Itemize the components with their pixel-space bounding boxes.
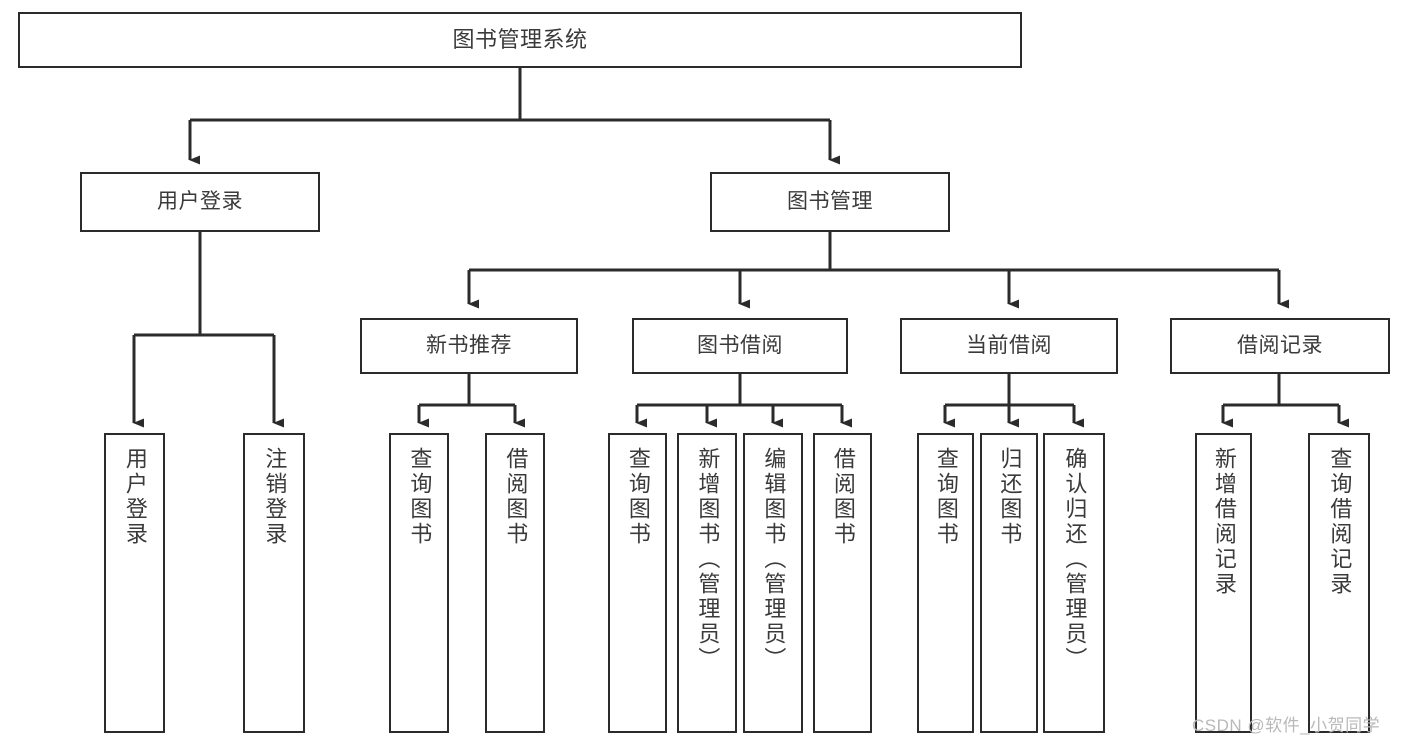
node-label: 图书管理系统 bbox=[452, 27, 588, 53]
node-leaf-add-book-admin[interactable]: 新增图书（管理员） bbox=[677, 433, 737, 733]
node-label: 归还图书 bbox=[997, 447, 1023, 547]
node-leaf-logout-login[interactable]: 注销登录 bbox=[243, 433, 305, 733]
node-leaf-query-book-1[interactable]: 查询图书 bbox=[389, 433, 449, 733]
node-label: 借阅记录 bbox=[1237, 334, 1323, 358]
node-leaf-edit-book-admin[interactable]: 编辑图书（管理员） bbox=[743, 433, 803, 733]
node-user-login[interactable]: 用户登录 bbox=[80, 172, 320, 232]
node-leaf-return-book[interactable]: 归还图书 bbox=[980, 433, 1038, 733]
node-label: 新增图书（管理员） bbox=[695, 447, 721, 672]
node-leaf-add-borrow-record[interactable]: 新增借阅记录 bbox=[1195, 433, 1252, 733]
node-label: 图书借阅 bbox=[697, 334, 783, 358]
node-label: 用户登录 bbox=[122, 447, 148, 547]
node-label: 当前借阅 bbox=[966, 334, 1052, 358]
node-label: 新书推荐 bbox=[426, 334, 512, 358]
node-label: 用户登录 bbox=[157, 190, 243, 214]
node-label: 借阅图书 bbox=[830, 447, 856, 547]
node-leaf-query-book-3[interactable]: 查询图书 bbox=[917, 433, 974, 733]
node-label: 确认归还（管理员） bbox=[1062, 447, 1088, 672]
node-new-book-recommend[interactable]: 新书推荐 bbox=[360, 318, 578, 374]
node-label: 注销登录 bbox=[262, 447, 288, 547]
node-label: 查询图书 bbox=[625, 447, 651, 547]
node-leaf-query-borrow-record[interactable]: 查询借阅记录 bbox=[1308, 433, 1370, 733]
node-label: 查询图书 bbox=[407, 447, 433, 547]
node-label: 查询图书 bbox=[933, 447, 959, 547]
node-borrow-record[interactable]: 借阅记录 bbox=[1170, 318, 1390, 374]
node-leaf-borrow-book-1[interactable]: 借阅图书 bbox=[485, 433, 545, 733]
node-leaf-user-login[interactable]: 用户登录 bbox=[104, 433, 165, 733]
watermark-text: CSDN @软件_小贺同学 bbox=[1192, 716, 1381, 735]
node-label: 查询借阅记录 bbox=[1327, 447, 1353, 597]
node-leaf-confirm-return-admin[interactable]: 确认归还（管理员） bbox=[1043, 433, 1105, 733]
node-label: 图书管理 bbox=[787, 190, 873, 214]
node-label: 新增借阅记录 bbox=[1211, 447, 1237, 597]
node-leaf-query-book-2[interactable]: 查询图书 bbox=[608, 433, 667, 733]
node-label: 编辑图书（管理员） bbox=[761, 447, 787, 672]
node-leaf-borrow-book-2[interactable]: 借阅图书 bbox=[813, 433, 872, 733]
node-book-management[interactable]: 图书管理 bbox=[710, 172, 950, 232]
node-label: 借阅图书 bbox=[503, 447, 529, 547]
node-book-borrow[interactable]: 图书借阅 bbox=[632, 318, 848, 374]
node-root-system[interactable]: 图书管理系统 bbox=[18, 12, 1022, 68]
node-current-borrow[interactable]: 当前借阅 bbox=[900, 318, 1118, 374]
